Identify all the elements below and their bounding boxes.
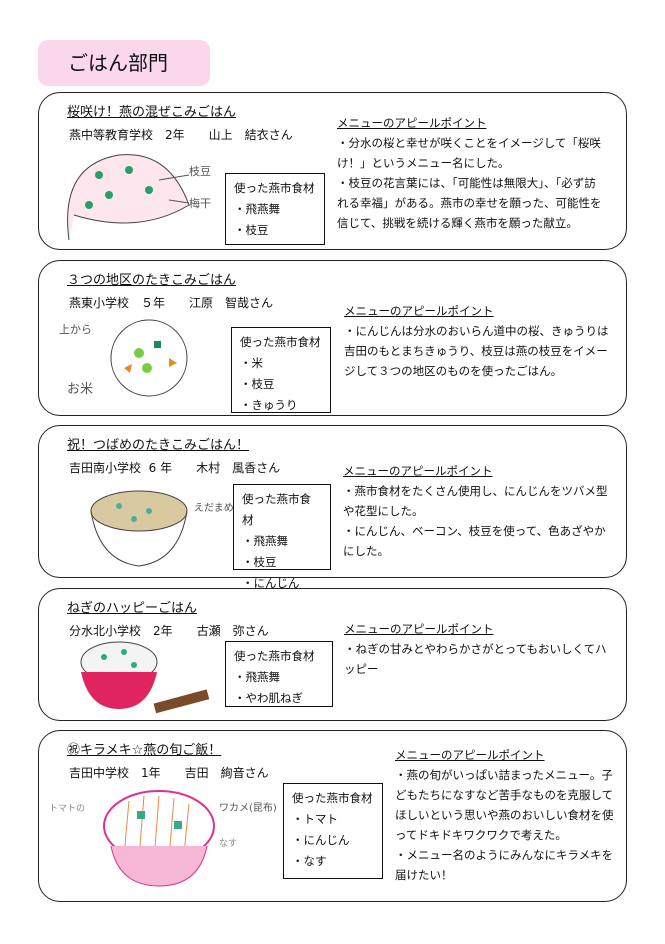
- entry-author: 吉田中学校 1年 吉田 絢音さん: [69, 766, 269, 780]
- ingredients-heading: 使った燕市食材: [234, 649, 315, 663]
- svg-text:上から: 上から: [59, 323, 92, 336]
- appeal-points: メニューのアピールポイント・燕市食材をたくさん使用し、にんじんをツバメ型や花型に…: [343, 461, 608, 561]
- entry-title: ねぎのハッピーごはん: [67, 601, 198, 616]
- entry-title: ３つの地区のたきこみごはん: [67, 273, 237, 288]
- entry-title: 桜咲け！燕の混ぜこみごはん: [67, 105, 237, 120]
- entry-title: 祝！つばめのたきこみごはん！: [67, 438, 250, 453]
- ingredient: ・米: [240, 356, 263, 370]
- entry-author: 燕東小学校 ５年 江原 智哉さん: [69, 296, 274, 310]
- ingredients-heading: 使った燕市食材: [242, 492, 311, 527]
- entry-card: 桜咲け！燕の混ぜこみごはん 燕中等教育学校 2年 山上 結衣さん 枝豆梅干 使っ…: [38, 92, 627, 250]
- ingredient: ・飛燕舞: [234, 202, 280, 216]
- ingredient: ・なす: [292, 854, 327, 868]
- ingredient: ・きゅうり: [240, 398, 298, 412]
- appeal-heading: メニューのアピールポイント: [344, 622, 494, 636]
- entry-author: 吉田南小学校 6 年 木村 風香さん: [69, 461, 281, 475]
- appeal-text: ・枝豆の花言葉には、「可能性は無限大」、「必ず訪れる幸福」がある。燕市の幸せを願…: [337, 176, 602, 230]
- ingredient: ・にんじん: [292, 833, 350, 847]
- rice-drawing: [80, 641, 210, 714]
- appeal-text: ・燕の旬がいっぱい詰まったメニュー。子どもたちになすなど苦手なものを克服してほし…: [395, 768, 614, 842]
- ingredients-box: 使った燕市食材・飛燕舞・枝豆: [225, 173, 325, 245]
- appeal-text: ・ねぎの甘みとやわらかさがとってもおいしくてハッピー: [344, 642, 607, 676]
- entry-card: 祝！つばめのたきこみごはん！ 吉田南小学校 6 年 木村 風香さん えだまめ 使…: [38, 425, 627, 590]
- appeal-heading: メニューのアピールポイント: [344, 304, 494, 318]
- ingredient: ・やわ肌ねぎ: [234, 691, 303, 705]
- ingredient: ・枝豆: [242, 555, 277, 569]
- ingredients-box: 使った燕市食材・米・枝豆・きゅうり: [231, 327, 331, 413]
- ingredients-heading: 使った燕市食材: [292, 791, 373, 805]
- section-title: ごはん部門: [38, 40, 210, 86]
- ingredient: ・飛燕舞: [242, 534, 288, 548]
- appeal-heading: メニューのアピールポイント: [343, 464, 493, 478]
- svg-text:梅干: 梅干: [189, 196, 211, 210]
- appeal-text: ・分水の桜と幸せが咲くことをイメージして「桜咲け！」というメニュー名にした。: [337, 136, 601, 170]
- appeal-heading: メニューのアピールポイント: [395, 748, 545, 762]
- ingredient: ・にんじん: [242, 576, 300, 590]
- appeal-text: ・燕市食材をたくさん使用し、にんじんをツバメ型や花型にした。: [343, 484, 608, 518]
- ingredients-box: 使った燕市食材・トマト・にんじん・なす: [283, 783, 383, 879]
- svg-text:なす: なす: [219, 838, 237, 849]
- appeal-text: ・にんじん、ベーコン、枝豆を使って、色あざやかにした。: [343, 524, 606, 558]
- appeal-text: ・メニュー名のようにみんなにキラメキを届けたい！: [395, 848, 614, 882]
- ingredients-box: 使った燕市食材・飛燕舞・やわ肌ねぎ: [225, 641, 333, 707]
- svg-text:お米: お米: [67, 382, 93, 397]
- svg-text:枝豆: 枝豆: [189, 164, 211, 178]
- appeal-points: メニューのアピールポイント・分水の桜と幸せが咲くことをイメージして「桜咲け！」と…: [337, 113, 602, 233]
- entry-card: ３つの地区のたきこみごはん 燕東小学校 ５年 江原 智哉さん 上からお米 使った…: [38, 260, 627, 416]
- svg-text:えだまめ: えだまめ: [194, 502, 234, 514]
- appeal-points: メニューのアピールポイント・にんじんは分水のおいらん道中の桜、きゅうりは吉田のも…: [344, 301, 609, 381]
- appeal-points: メニューのアピールポイント・ねぎの甘みとやわらかさがとってもおいしくてハッピー: [344, 619, 609, 679]
- ingredient: ・枝豆: [240, 377, 275, 391]
- rice-drawing: トマトの ワカメ(昆布) なす: [49, 790, 277, 887]
- ingredient: ・トマト: [292, 812, 338, 826]
- ingredient: ・飛燕舞: [234, 670, 280, 684]
- appeal-heading: メニューのアピールポイント: [337, 116, 487, 130]
- entry-card: ねぎのハッピーごはん 分水北小学校 2年 古瀬 弥さん 使った燕市食材・飛燕舞・…: [38, 588, 627, 721]
- entry-author: 燕中等教育学校 2年 山上 結衣さん: [69, 128, 293, 142]
- appeal-text: ・にんじんは分水のおいらん道中の桜、きゅうりは吉田のもとまちきゅうり、枝豆は燕の…: [344, 324, 609, 378]
- entry-title: ㊗キラメキ☆燕の旬ご飯！: [67, 743, 222, 758]
- ingredients-heading: 使った燕市食材: [240, 335, 321, 349]
- entry-author: 分水北小学校 2年 古瀬 弥さん: [69, 624, 269, 638]
- entry-card: ㊗キラメキ☆燕の旬ご飯！ 吉田中学校 1年 吉田 絢音さん トマトの ワカメ(昆布…: [38, 730, 627, 902]
- appeal-points: メニューのアピールポイント・燕の旬がいっぱい詰まったメニュー。子どもたちになすな…: [395, 745, 617, 885]
- rice-drawing: えだまめ: [90, 490, 234, 567]
- ingredients-heading: 使った燕市食材: [234, 181, 315, 195]
- svg-text:ワカメ(昆布): ワカメ(昆布): [219, 802, 277, 814]
- ingredients-box: 使った燕市食材・飛燕舞・枝豆・にんじん: [233, 484, 331, 590]
- svg-text:トマトの: トマトの: [49, 804, 85, 814]
- ingredient: ・枝豆: [234, 223, 269, 237]
